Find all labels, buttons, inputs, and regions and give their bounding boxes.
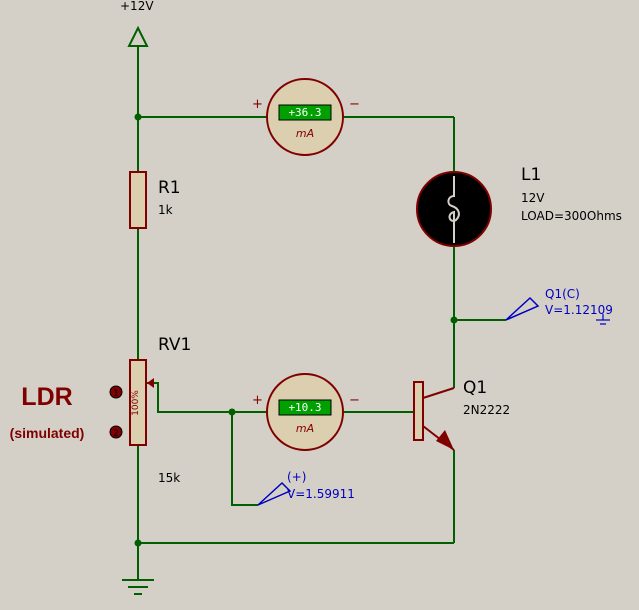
- rv1-ref: RV1: [158, 335, 191, 355]
- potentiometer-rv1[interactable]: 100% RV1 15k 1 2: [109, 335, 191, 485]
- transistor-q1[interactable]: Q1 2N2222: [413, 378, 510, 451]
- q1-ref: Q1: [463, 378, 487, 398]
- probe-base-reading: V=1.59911: [287, 487, 355, 501]
- ammeter-top-display: [278, 104, 332, 121]
- voltage-probe-collector[interactable]: Q1(C) V=1.12109: [505, 287, 613, 325]
- transistor-collector-leg: [422, 387, 455, 399]
- wire-wiper-to-ammeter: [147, 382, 266, 413]
- r1-value: 1k: [158, 203, 173, 217]
- ldr-pin-icon: [109, 385, 123, 399]
- lamp-filament-icon: [447, 176, 460, 243]
- junction-dot: [450, 316, 458, 324]
- r1-ref: R1: [158, 178, 181, 198]
- junction-dot: [134, 539, 142, 547]
- q1-part: 2N2222: [463, 403, 510, 417]
- power-terminal[interactable]: +12V: [120, 0, 154, 47]
- junction-dot: [134, 113, 142, 121]
- rv1-percent: 100%: [131, 390, 141, 416]
- wires: [137, 46, 506, 580]
- ammeter-bottom-plus: +: [252, 393, 263, 408]
- ammeter-bottom-reading: +10.3: [288, 401, 321, 414]
- probe-arrow-icon: [257, 481, 292, 506]
- ldr-title: LDR: [21, 383, 72, 411]
- ground-terminal[interactable]: [122, 579, 154, 595]
- transistor-base-bar: [413, 381, 424, 441]
- ldr-annotation: LDR (simulated): [10, 383, 85, 441]
- resistor-r1-body: [129, 171, 147, 229]
- power-arrow-icon: [127, 25, 149, 47]
- probe-arrow-icon: [505, 296, 540, 321]
- resistor-r1[interactable]: R1 1k: [129, 171, 181, 229]
- probe-collector-reading: V=1.12109: [545, 303, 613, 317]
- l1-load: LOAD=300Ohms: [521, 209, 622, 223]
- l1-ref: L1: [521, 165, 541, 185]
- ammeter-top-unit: mA: [296, 127, 314, 140]
- junction-dot: [228, 408, 236, 416]
- wire-base-probe: [231, 412, 258, 506]
- ldr-pin-mark: 1: [113, 389, 119, 399]
- ldr-subtitle: (simulated): [10, 425, 85, 441]
- l1-voltage: 12V: [521, 191, 545, 205]
- ammeter-top-plus: +: [252, 97, 263, 112]
- ammeter-bottom-minus: −: [349, 393, 360, 408]
- ammeter-bottom-unit: mA: [296, 422, 314, 435]
- ammeter-bottom[interactable]: +10.3 mA + −: [252, 373, 360, 451]
- ammeter-top-reading: +36.3: [288, 106, 321, 119]
- voltage-probe-base[interactable]: (+) V=1.59911: [257, 470, 355, 506]
- ammeter-top[interactable]: +36.3 mA + −: [252, 78, 360, 156]
- rv1-value: 15k: [158, 471, 180, 485]
- lamp-bulb-icon: [416, 171, 492, 247]
- ldr-pin-icon: [109, 425, 123, 439]
- junctions: [134, 113, 458, 547]
- lamp-l1[interactable]: L1 12V LOAD=300Ohms: [416, 165, 622, 247]
- ammeter-bottom-display: [278, 399, 332, 416]
- ldr-pin-mark: 2: [113, 429, 119, 439]
- probe-collector-name: Q1(C): [545, 287, 580, 301]
- probe-base-name: (+): [287, 470, 306, 484]
- ammeter-top-minus: −: [349, 97, 360, 112]
- supply-label: +12V: [120, 0, 154, 13]
- wiper-arrow-icon: [147, 378, 154, 388]
- potentiometer-rv1-body: [129, 359, 147, 446]
- emitter-arrow-icon: [436, 430, 454, 450]
